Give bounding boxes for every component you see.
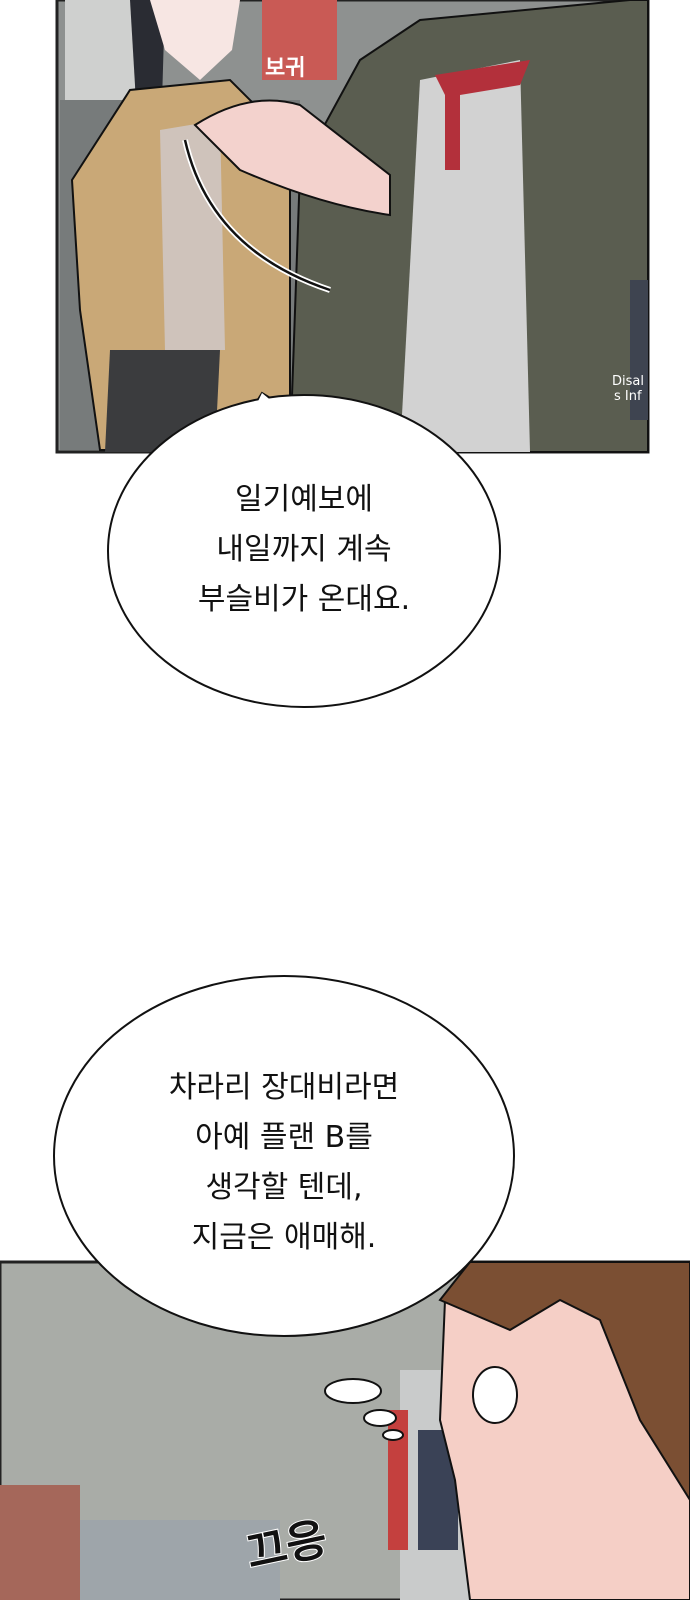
sign-text-2: Disal (612, 374, 644, 389)
woman-face (150, 0, 240, 80)
man-hair (438, 1261, 690, 1502)
bubble-1-text: 일기예보에 내일까지 계속 부슬비가 온대요. (104, 475, 504, 625)
speech-bubble-2 (53, 975, 515, 1337)
bubble-line: 아예 플랜 B를 (195, 1120, 373, 1155)
bubble-line: 차라리 장대비라면 (168, 1070, 400, 1105)
red-sign (262, 0, 337, 80)
man-shirt (400, 60, 530, 452)
speech-bubble-1 (107, 391, 501, 708)
bubble-line: 내일까지 계속 (216, 532, 392, 567)
sign-text: 보귀 (265, 56, 305, 81)
thought-bubble (324, 1378, 382, 1404)
man-hand (193, 99, 391, 217)
panel-top: 보귀 Disal s Inf (55, 0, 650, 454)
bubble-2-text: 차라리 장대비라면 아예 플랜 B를 생각할 텐데, 지금은 애매해. (84, 1063, 484, 1263)
bubble-line: 일기예보에 (235, 482, 373, 517)
sign-text-3: s Inf (614, 389, 642, 404)
bubble-line: 지금은 애매해. (191, 1220, 377, 1255)
bubble-line: 생각할 텐데, (205, 1170, 363, 1205)
bubble-line: 부슬비가 온대요. (197, 582, 411, 617)
